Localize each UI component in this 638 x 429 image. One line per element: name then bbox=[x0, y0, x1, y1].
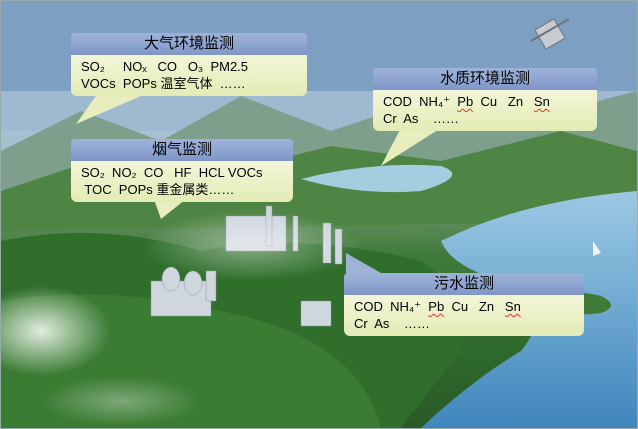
air-monitoring-body: SO₂ NOₓ CO O₃ PM2.5 VOCs POPs 温室气体 …… bbox=[71, 55, 307, 96]
air-monitoring-title: 大气环境监测 bbox=[71, 33, 307, 55]
water-metal-pb: Pb bbox=[457, 94, 474, 109]
sewage-metal-zn: Zn bbox=[478, 299, 495, 314]
water-monitoring-callout: 水质环境监测 COD NH₄⁺ Pb Cu Zn Sn Cr As …… bbox=[373, 68, 597, 131]
satellite-icon bbox=[530, 18, 570, 50]
sewage-monitoring-callout: 污水监测 COD NH₄⁺ Pb Cu Zn Sn Cr As …… bbox=[344, 273, 584, 336]
flue-gas-line1: SO₂ NO₂ CO HF HCL VOCs bbox=[81, 165, 263, 180]
sewage-line2: Cr As …… bbox=[354, 316, 430, 331]
sewage-line1-prefix: COD NH₄⁺ bbox=[354, 299, 422, 314]
air-pollutants-line1: SO₂ NOₓ CO O₃ PM2.5 bbox=[81, 59, 249, 74]
air-monitoring-callout: 大气环境监测 SO₂ NOₓ CO O₃ PM2.5 VOCs POPs 温室气… bbox=[71, 33, 307, 96]
sewage-monitoring-title: 污水监测 bbox=[344, 273, 584, 295]
water-line1-prefix: COD NH₄⁺ bbox=[383, 94, 451, 109]
flue-gas-line2: TOC POPs 重金属类…… bbox=[81, 182, 235, 197]
sewage-metal-sn: Sn bbox=[504, 299, 521, 314]
sewage-monitoring-body: COD NH₄⁺ Pb Cu Zn Sn Cr As …… bbox=[344, 295, 584, 336]
water-monitoring-body: COD NH₄⁺ Pb Cu Zn Sn Cr As …… bbox=[373, 90, 597, 131]
water-metal-zn: Zn bbox=[507, 94, 524, 109]
water-metal-sn: Sn bbox=[533, 94, 550, 109]
air-pollutants-line2: VOCs POPs 温室气体 …… bbox=[81, 76, 246, 91]
water-metal-cu: Cu bbox=[480, 94, 498, 109]
flue-gas-monitoring-callout: 烟气监测 SO₂ NO₂ CO HF HCL VOCs TOC POPs 重金属… bbox=[71, 139, 293, 202]
sewage-metal-cu: Cu bbox=[451, 299, 469, 314]
sewage-metal-pb: Pb bbox=[428, 299, 445, 314]
flue-gas-monitoring-title: 烟气监测 bbox=[71, 139, 293, 161]
water-line2: Cr As …… bbox=[383, 111, 459, 126]
flue-gas-monitoring-body: SO₂ NO₂ CO HF HCL VOCs TOC POPs 重金属类…… bbox=[71, 161, 293, 202]
water-monitoring-title: 水质环境监测 bbox=[373, 68, 597, 90]
